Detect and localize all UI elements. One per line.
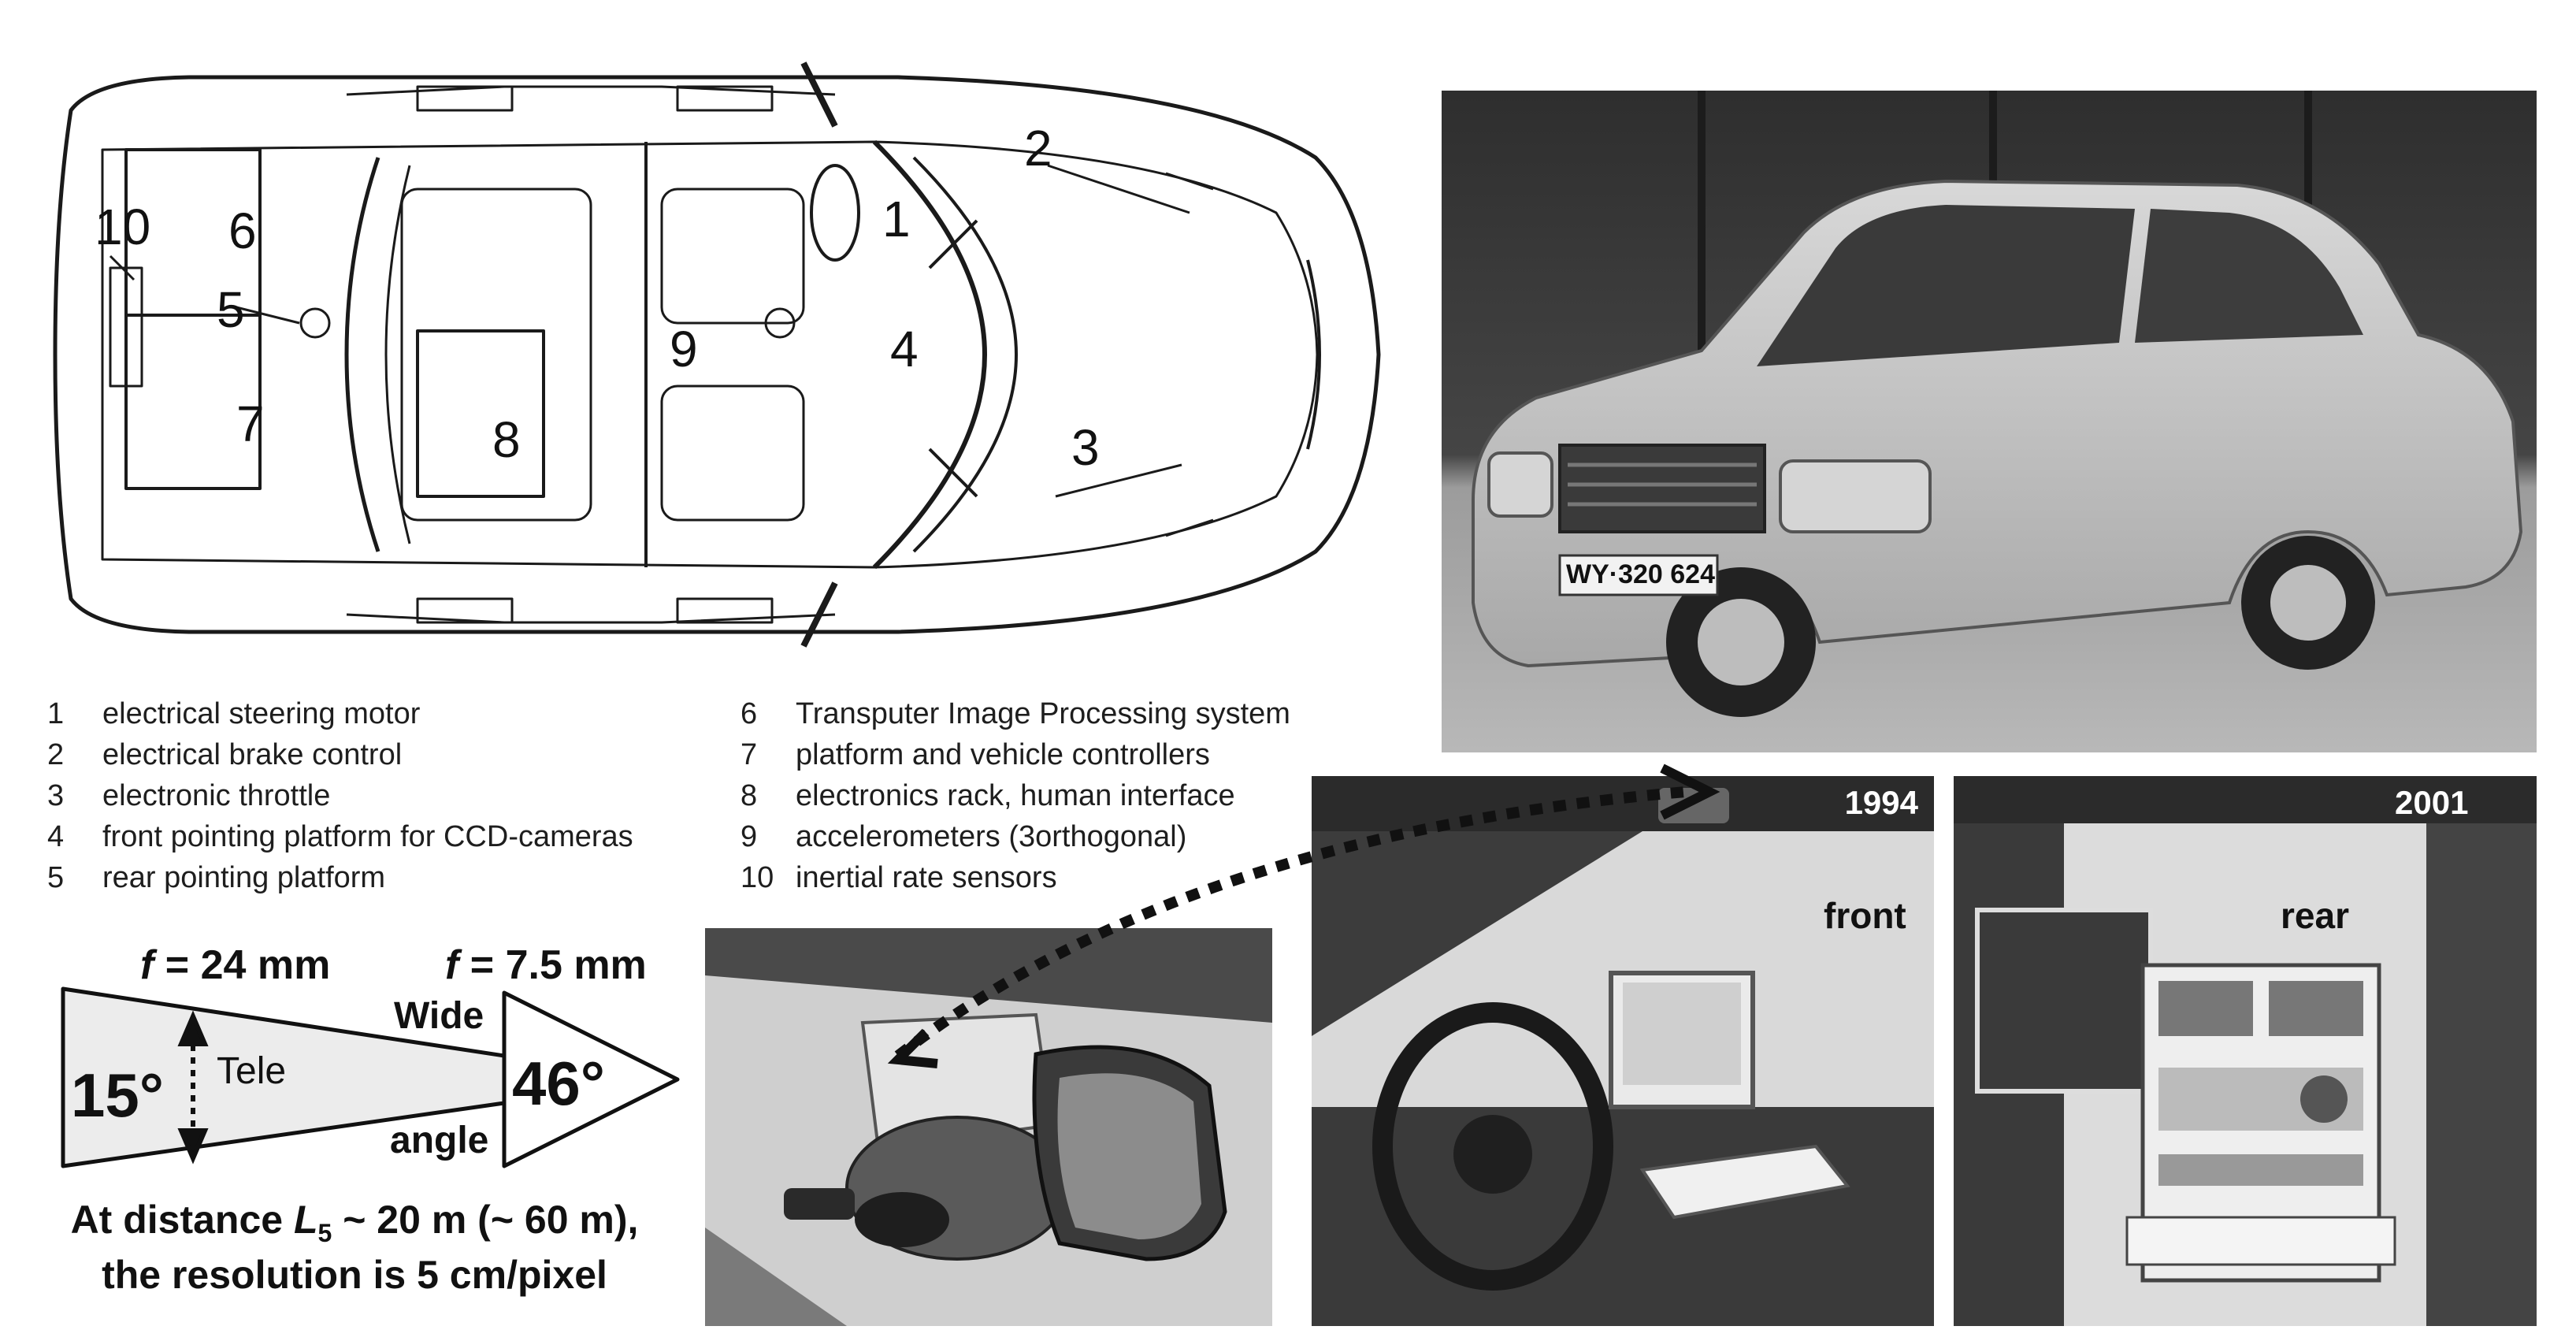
- legend-number: 4: [47, 820, 65, 853]
- component-label-10: 10: [95, 199, 150, 255]
- legend-item: 2 electrical brake control: [47, 734, 402, 775]
- legend-number: 3: [47, 779, 65, 812]
- legend-text: electrical steering motor: [102, 697, 421, 730]
- component-label-2: 2: [1024, 120, 1052, 176]
- front-label: front: [1824, 895, 1906, 936]
- legend-number: 9: [741, 820, 758, 853]
- legend-number: 8: [741, 779, 758, 812]
- interior-front-image: [1312, 776, 1934, 1326]
- legend-text: inertial rate sensors: [796, 861, 1057, 894]
- year-label-rear: 2001: [2395, 784, 2469, 821]
- component-label-1: 1: [882, 191, 911, 247]
- legend-item: 9 accelerometers (3orthogonal): [741, 816, 1186, 857]
- legend-number: 7: [741, 738, 758, 771]
- legend-number: 6: [741, 697, 758, 730]
- wide-focal-length: f = 7.5 mm: [445, 942, 647, 989]
- focal-var: f: [140, 942, 154, 988]
- legend-text: rear pointing platform: [102, 861, 386, 894]
- legend-item: 3 electronic throttle: [47, 775, 330, 816]
- legend-item: 10 inertial rate sensors: [741, 857, 1057, 898]
- legend-number: 5: [47, 861, 65, 894]
- interior-front-photo: 1994 front: [1312, 776, 1934, 1326]
- tele-angle: 15°: [71, 1061, 164, 1130]
- field-of-view-diagram: [61, 986, 680, 1168]
- legend-text: electrical brake control: [102, 738, 403, 771]
- component-label-5: 5: [217, 281, 245, 338]
- component-label-6: 6: [228, 202, 257, 259]
- resolution-caption-line-1: At distance L5 ~ 20 m (~ 60 m),: [70, 1198, 639, 1247]
- camera-platform-image: [705, 928, 1272, 1326]
- legend-text: Transputer Image Processing system: [796, 697, 1290, 730]
- component-label-8: 8: [492, 411, 521, 468]
- car-photo-image: [1442, 91, 2537, 752]
- car-top-view-diagram: 1 2 3 4 5 6 7 8 9 10: [53, 61, 1381, 648]
- legend-item: 7 platform and vehicle controllers: [741, 734, 1210, 775]
- legend-text: electronics rack, human interface: [796, 779, 1235, 812]
- legend-item: 5 rear pointing platform: [47, 857, 385, 898]
- angle-label: angle: [390, 1120, 489, 1161]
- legend-item: 6 Transputer Image Processing system: [741, 693, 1290, 734]
- rear-label: rear: [2281, 895, 2349, 936]
- resolution-caption-line-2: the resolution is 5 cm/pixel: [102, 1253, 607, 1297]
- focal-value: = 24 mm: [154, 942, 331, 988]
- wide-label: Wide: [394, 995, 484, 1037]
- component-label-7: 7: [236, 396, 265, 452]
- component-label-9: 9: [670, 321, 698, 377]
- legend-text: front pointing platform for CCD-cameras: [102, 820, 633, 853]
- focal-value: = 7.5 mm: [458, 942, 647, 988]
- legend-number: 1: [47, 697, 65, 730]
- component-label-3: 3: [1071, 419, 1100, 476]
- legend-text: electronic throttle: [102, 779, 331, 812]
- legend-number: 2: [47, 738, 65, 771]
- tele-label: Tele: [217, 1050, 287, 1092]
- legend-item: 8 electronics rack, human interface: [741, 775, 1235, 816]
- legend-item: 4 front pointing platform for CCD-cameras: [47, 816, 633, 857]
- component-label-4: 4: [890, 321, 919, 377]
- legend-number: 10: [741, 861, 774, 894]
- camera-platform-photo: [705, 928, 1272, 1326]
- interior-rear-photo: 2001 rear: [1954, 776, 2537, 1326]
- year-label-front: 1994: [1844, 784, 1918, 821]
- focal-var: f: [445, 942, 459, 988]
- license-plate: WY·320 624: [1566, 559, 1715, 589]
- tele-focal-length: f = 24 mm: [140, 942, 330, 989]
- wide-angle: 46°: [512, 1049, 605, 1118]
- legend-text: accelerometers (3orthogonal): [796, 820, 1187, 853]
- interior-rear-image: [1954, 776, 2537, 1326]
- legend-text: platform and vehicle controllers: [796, 738, 1210, 771]
- legend-item: 1 electrical steering motor: [47, 693, 420, 734]
- car-photo: WY·320 624: [1442, 91, 2537, 752]
